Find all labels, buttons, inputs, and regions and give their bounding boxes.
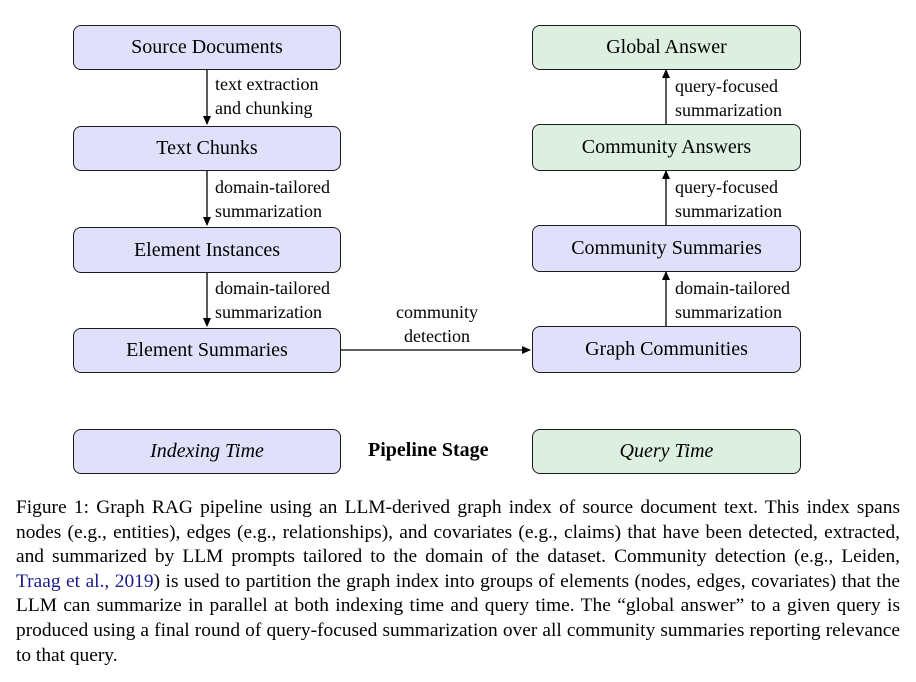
edge-label-line: summarization bbox=[215, 302, 322, 322]
graph-rag-pipeline-diagram: Source Documents Text Chunks Element Ins… bbox=[73, 25, 801, 474]
edge-label-domain-tailored-1: domain-tailored summarization bbox=[215, 175, 330, 223]
edge-label-community-detection: community detection bbox=[372, 300, 502, 348]
edge-label-line: query-focused bbox=[675, 76, 778, 96]
element-instances-box: Element Instances bbox=[73, 227, 341, 273]
graph-communities-box: Graph Communities bbox=[532, 326, 801, 373]
edge-label-line: domain-tailored bbox=[675, 278, 790, 298]
citation-link[interactable]: Traag et al., 2019 bbox=[16, 570, 154, 592]
source-documents-box: Source Documents bbox=[73, 25, 341, 70]
edge-label-query-focused-1: query-focused summarization bbox=[675, 74, 782, 122]
edge-label-line: community bbox=[396, 302, 478, 322]
edge-label-line: text extraction bbox=[215, 74, 319, 94]
community-answers-box: Community Answers bbox=[532, 124, 801, 171]
figure-caption: Figure 1: Graph RAG pipeline using an LL… bbox=[16, 496, 900, 668]
element-summaries-box: Element Summaries bbox=[73, 328, 341, 373]
query-time-legend-box: Query Time bbox=[532, 429, 801, 474]
caption-text-part-1: Figure 1: Graph RAG pipeline using an LL… bbox=[16, 497, 900, 568]
edge-label-line: and chunking bbox=[215, 98, 313, 118]
community-summaries-box: Community Summaries bbox=[532, 225, 801, 272]
edge-label-domain-tailored-3: domain-tailored summarization bbox=[675, 276, 790, 324]
edge-label-line: query-focused bbox=[675, 177, 778, 197]
arrow-layer bbox=[203, 69, 670, 354]
edge-label-query-focused-2: query-focused summarization bbox=[675, 175, 782, 223]
edge-label-domain-tailored-2: domain-tailored summarization bbox=[215, 276, 330, 324]
global-answer-box: Global Answer bbox=[532, 25, 801, 70]
edge-label-line: domain-tailored bbox=[215, 278, 330, 298]
edge-label-text-extraction: text extraction and chunking bbox=[215, 72, 318, 120]
edge-label-line: summarization bbox=[675, 100, 782, 120]
text-chunks-box: Text Chunks bbox=[73, 126, 341, 171]
pipeline-stage-label: Pipeline Stage bbox=[368, 439, 489, 461]
edge-label-line: detection bbox=[404, 326, 470, 346]
indexing-time-legend-box: Indexing Time bbox=[73, 429, 341, 474]
edge-label-line: domain-tailored bbox=[215, 177, 330, 197]
edge-label-line: summarization bbox=[675, 201, 782, 221]
edge-label-line: summarization bbox=[675, 302, 782, 322]
edge-label-line: summarization bbox=[215, 201, 322, 221]
caption-text-part-2: ) is used to partition the graph index i… bbox=[16, 570, 900, 666]
